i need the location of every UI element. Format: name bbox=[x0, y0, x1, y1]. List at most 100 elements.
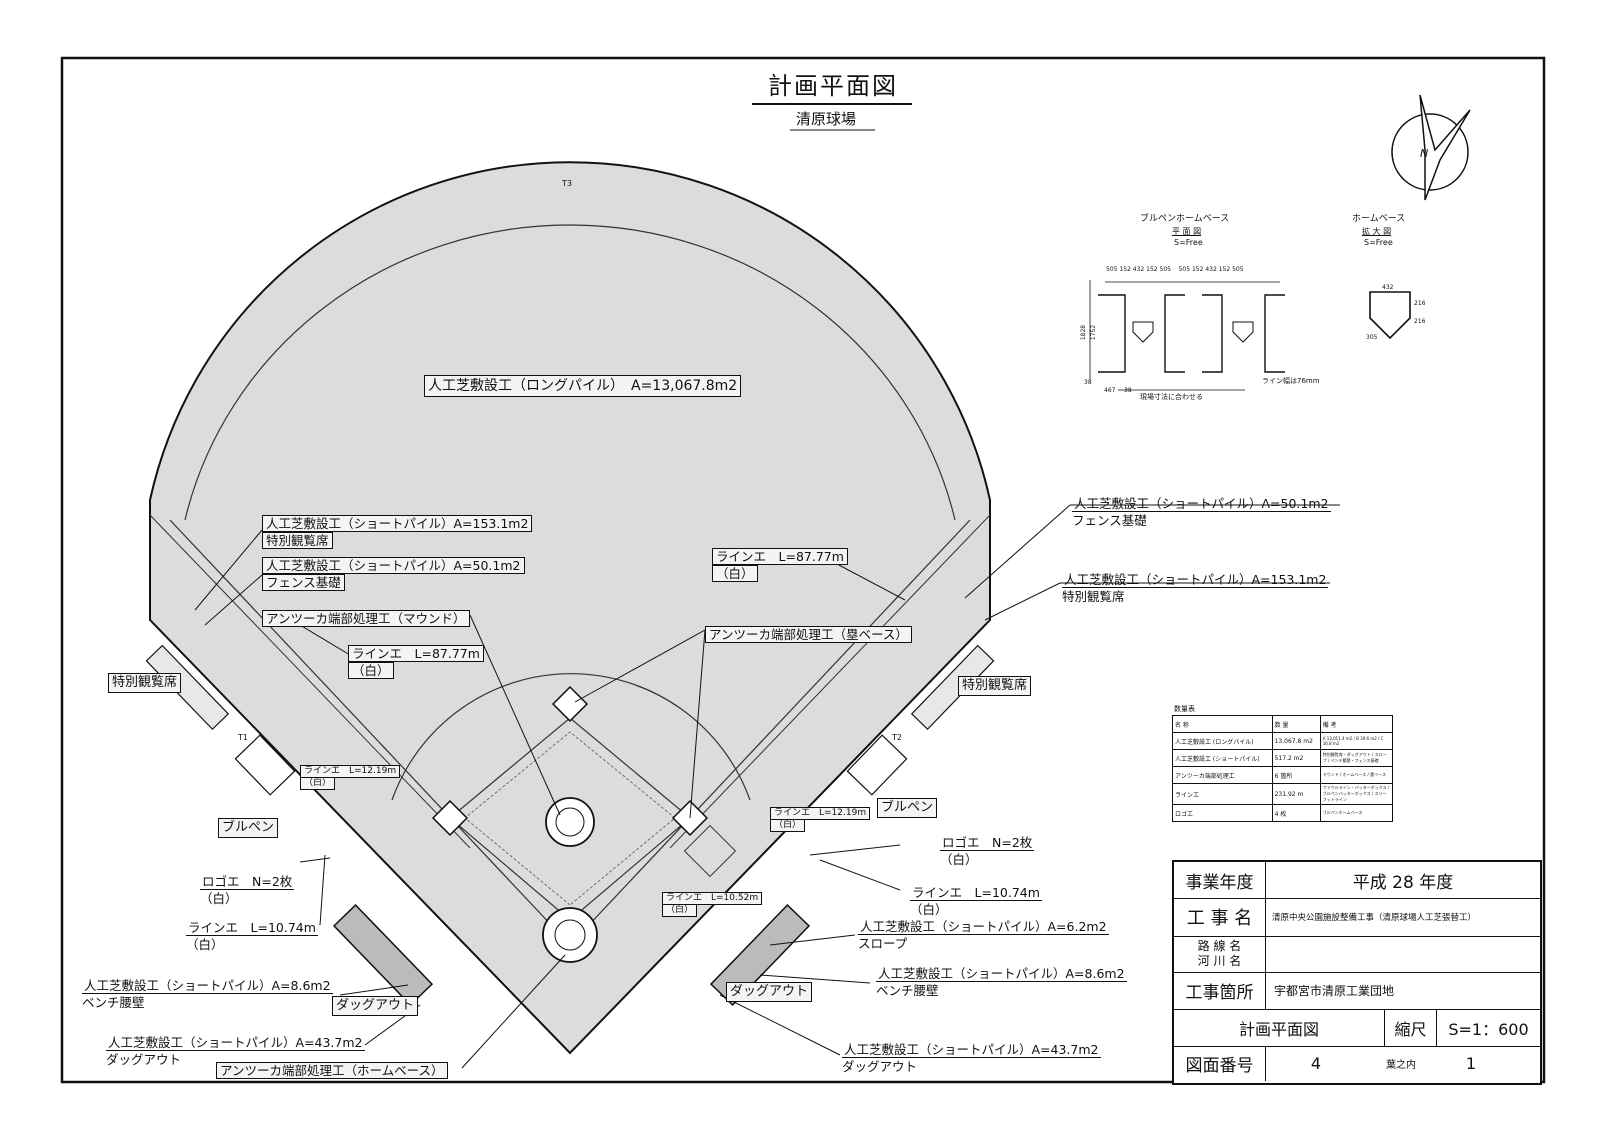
table-row: ロゴエ 4 枚 ブルペンホームベース bbox=[1172, 804, 1394, 822]
pitchers-mound-inner bbox=[555, 807, 585, 837]
right-line-label: ラインエ L=87.77m bbox=[712, 548, 848, 565]
right-dugout-box: ダッグアウト bbox=[726, 982, 813, 1002]
home-dim-diag: 305 bbox=[1366, 334, 1378, 341]
dim-bottom-a: 467 bbox=[1104, 387, 1116, 394]
tb-row-route: 路 線 名 河 川 名 bbox=[1174, 936, 1540, 973]
right-small-line-white: （白） bbox=[770, 819, 806, 832]
leader-lines bbox=[194, 504, 1340, 1069]
left-fence-base-label: フェンス基礎 bbox=[262, 574, 345, 591]
left-special-turf-label: 人工芝敷設工（ショートパイル）A=153.1m2 bbox=[262, 515, 533, 532]
tb-route-label: 路 線 名 bbox=[1197, 939, 1242, 953]
pitchers-mound bbox=[545, 797, 595, 847]
table-row: ラインエ 231.92 m ファウルライン・バッターボックス / ブルペンバッタ… bbox=[1172, 783, 1394, 805]
dim-left-b: 1752 bbox=[1090, 324, 1098, 341]
home-edge-label: アンツーカ端部処理工（ホームベース） bbox=[216, 1062, 448, 1079]
tb-row-number: 図面番号 4 葉之内 1 bbox=[1174, 1046, 1540, 1081]
note-width: ライン幅は76mm bbox=[1262, 377, 1320, 385]
table-row: 人工芝敷設工 (ショートパイル) 517.2 m2 特別観覧席・ダッグアウト /… bbox=[1172, 749, 1394, 767]
right-dugout-label: ダッグアウト bbox=[842, 1059, 918, 1074]
tb-name-value: 清原中央公園施設整備工事（清原球場人工芝張替工） bbox=[1272, 913, 1477, 923]
third-base bbox=[431, 799, 469, 837]
home-detail-sub: 拡 大 図 bbox=[1362, 227, 1392, 236]
first-base-coach-box bbox=[683, 824, 737, 878]
quantity-header-row: 名 称 数 量 備 考 bbox=[1172, 715, 1394, 733]
home-detail-title: ホームベース bbox=[1352, 214, 1406, 224]
page-title: 計画平面図 bbox=[768, 72, 898, 100]
tb-place-label: 工事箇所 bbox=[1174, 972, 1266, 1009]
left-logo-label: ロゴエ N=2枚 bbox=[200, 874, 295, 890]
dim-4: 505 bbox=[1159, 266, 1171, 273]
left-small-line-white: （白） bbox=[300, 777, 336, 790]
left-dugout-label: ダッグアウト bbox=[106, 1052, 182, 1067]
right-small-line-label: ラインエ L=12.19m bbox=[770, 807, 871, 820]
left-bench-turf-label: 人工芝敷設工（ショートパイル）A=8.6m2 bbox=[82, 978, 333, 994]
q4-1: 4 枚 bbox=[1271, 804, 1321, 822]
dim-1: 152 bbox=[1119, 266, 1131, 273]
dim-3: 152 bbox=[1146, 266, 1158, 273]
infield-arc bbox=[391, 673, 751, 801]
left-small-line-label: ラインエ L=12.19m bbox=[300, 765, 401, 778]
tb-of-label: 葉之内 bbox=[1386, 1060, 1416, 1071]
left-line-1074-label: ラインエ L=10.74m bbox=[186, 920, 318, 936]
dim-8: 152 bbox=[1218, 266, 1231, 273]
right-bullpen-label: ブルペン bbox=[877, 798, 938, 818]
right-bench-label: ベンチ腰壁 bbox=[876, 983, 939, 998]
center-line-1052-label: ラインエ L=10.52m bbox=[662, 892, 763, 905]
north-compass-icon bbox=[1391, 94, 1471, 201]
note-site: 現場寸法に合わせる bbox=[1140, 393, 1203, 401]
tb-name-label: 工 事 名 bbox=[1174, 898, 1266, 936]
bullpen-detail-scale: S=Free bbox=[1174, 238, 1203, 247]
right-line-1074-label: ラインエ L=10.74m bbox=[910, 885, 1042, 901]
tb-row-place: 工事箇所 宇都宮市清原工業団地 bbox=[1174, 972, 1540, 1010]
home-plate-circle bbox=[542, 907, 598, 963]
q3-1: 231.92 m bbox=[1271, 783, 1321, 805]
q0-0: 人工芝敷設工 (ロングパイル) bbox=[1172, 732, 1273, 750]
title-block: 事業年度 平成 28 年度 工 事 名 清原中央公園施設整備工事（清原球場人工芝… bbox=[1172, 860, 1542, 1085]
left-track-line bbox=[149, 514, 471, 849]
home-dim-side: 216 bbox=[1414, 300, 1426, 307]
bullpen-detail-title: ブルペンホームベース bbox=[1140, 214, 1230, 224]
tb-row-name: 工 事 名 清原中央公園施設整備工事（清原球場人工芝張替工） bbox=[1174, 898, 1540, 937]
q4-0: ロゴエ bbox=[1172, 804, 1273, 822]
q3-0: ラインエ bbox=[1172, 783, 1273, 805]
right-track-line bbox=[669, 514, 991, 849]
left-dugout-box: ダッグアウト bbox=[332, 996, 419, 1016]
q1-1: 517.2 m2 bbox=[1271, 749, 1321, 767]
right-dugout-turf-label: 人工芝敷設工（ショートパイル）A=43.7m2 bbox=[842, 1042, 1101, 1058]
qh-2: 備 考 bbox=[1319, 715, 1394, 733]
right-bench-turf-label: 人工芝敷設工（ショートパイル）A=8.6m2 bbox=[876, 966, 1127, 982]
right-seat-box: 特別観覧席 bbox=[958, 676, 1032, 696]
left-fence-turf-label: 人工芝敷設工（ショートパイル）A=50.1m2 bbox=[262, 557, 525, 574]
right-fence-base-label: フェンス基礎 bbox=[1072, 513, 1147, 528]
left-line-1074-white: （白） bbox=[186, 937, 224, 952]
home-base-detail bbox=[1369, 291, 1411, 340]
left-bullpen-area bbox=[234, 734, 296, 796]
q4-2: ブルペンホームベース bbox=[1319, 804, 1394, 822]
tb-row-drawing: 計画平面図 縮尺 S=1：600 bbox=[1174, 1009, 1540, 1047]
slope-label: スロープ bbox=[858, 936, 908, 951]
page-subtitle: 清原球場 bbox=[796, 110, 857, 128]
left-bullpen-label: ブルペン bbox=[218, 818, 279, 838]
outfield-fence-line bbox=[184, 224, 956, 521]
left-foul-line bbox=[169, 519, 571, 946]
marker-t2: T2 bbox=[892, 733, 902, 742]
tb-place-value: 宇都宮市清原工業団地 bbox=[1274, 984, 1395, 998]
bullpen-detail bbox=[1089, 280, 1285, 391]
tb-scale-label: 縮尺 bbox=[1385, 1009, 1437, 1046]
dim-5: 505 bbox=[1178, 266, 1191, 273]
tb-of-value: 1 bbox=[1465, 1054, 1477, 1073]
north-letter: N bbox=[1420, 147, 1429, 160]
q0-1: 13,067.8 m2 bbox=[1271, 732, 1321, 750]
q1-0: 人工芝敷設工 (ショートパイル) bbox=[1172, 749, 1273, 767]
right-line-1074-white: （白） bbox=[910, 902, 948, 917]
tb-number-value: 4 bbox=[1310, 1054, 1322, 1073]
qh-1: 数 量 bbox=[1271, 715, 1321, 733]
home-dim-top: 432 bbox=[1382, 284, 1394, 291]
right-special-turf-label: 人工芝敷設工（ショートパイル）A=153.1m2 bbox=[1062, 572, 1329, 588]
tb-river-label: 河 川 名 bbox=[1197, 954, 1242, 968]
right-logo-white: （白） bbox=[940, 852, 978, 867]
left-dugout-area bbox=[332, 903, 434, 1007]
tb-year-value: 平成 28 年度 bbox=[1352, 872, 1454, 893]
home-plate-inner bbox=[554, 919, 586, 951]
right-line-white: （白） bbox=[712, 565, 758, 582]
